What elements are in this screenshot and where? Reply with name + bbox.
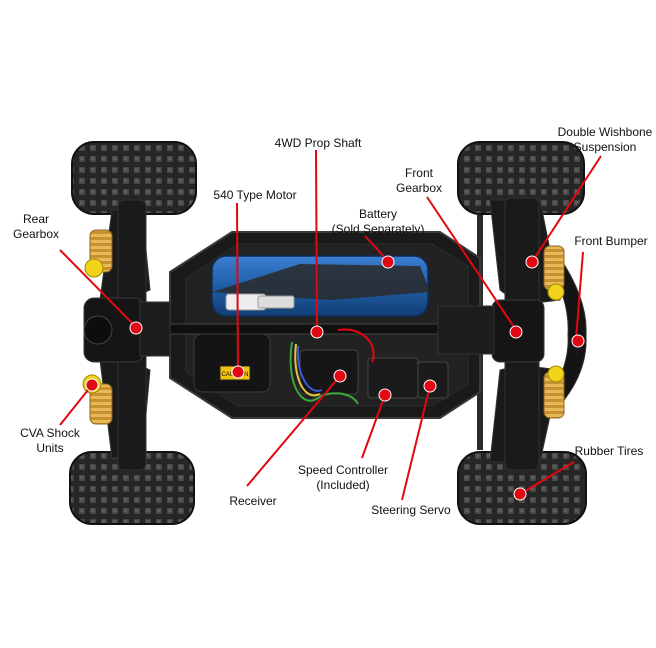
label-prop-shaft: 4WD Prop Shaft: [274, 136, 362, 150]
label-rear-gearbox: Rear Gearbox: [12, 212, 60, 241]
dot-double-wishbone: [525, 255, 539, 269]
battery-pack: [211, 255, 430, 317]
dot-rubber-tires: [513, 487, 527, 501]
dot-battery: [381, 255, 395, 269]
front-shock-top: [543, 245, 565, 301]
dot-motor: [231, 365, 245, 379]
dot-front-gearbox: [509, 325, 523, 339]
label-battery: Battery (Sold Separately): [331, 207, 425, 236]
rear-shock-top: [84, 229, 113, 278]
label-rubber-tires: Rubber Tires: [574, 444, 644, 458]
rear-gearbox: [83, 297, 171, 363]
steering-servo: [417, 361, 449, 399]
label-double-wishbone: Double Wishbone Suspension: [557, 125, 653, 154]
dot-shock-units: [85, 378, 99, 392]
label-front-bumper: Front Bumper: [574, 234, 648, 248]
label-speed-controller: Speed Controller (Included): [297, 463, 389, 492]
label-receiver: Receiver: [229, 494, 277, 508]
receiver: [289, 341, 359, 405]
dot-steering-servo: [423, 379, 437, 393]
label-motor: 540 Type Motor: [213, 188, 297, 202]
dot-speed-controller: [378, 388, 392, 402]
callout-dots: [85, 255, 585, 501]
label-shock-units: CVA Shock Units: [20, 426, 80, 455]
dot-prop-shaft: [310, 325, 324, 339]
label-steering-servo: Steering Servo: [371, 503, 451, 517]
dot-rear-gearbox: [129, 321, 143, 335]
label-front-gearbox: Front Gearbox: [395, 166, 443, 195]
front-gearbox: [437, 299, 545, 363]
motor: CAUTION: [193, 333, 271, 393]
dot-receiver: [333, 369, 347, 383]
dot-front-bumper: [571, 334, 585, 348]
front-shock-bottom: [543, 365, 565, 419]
